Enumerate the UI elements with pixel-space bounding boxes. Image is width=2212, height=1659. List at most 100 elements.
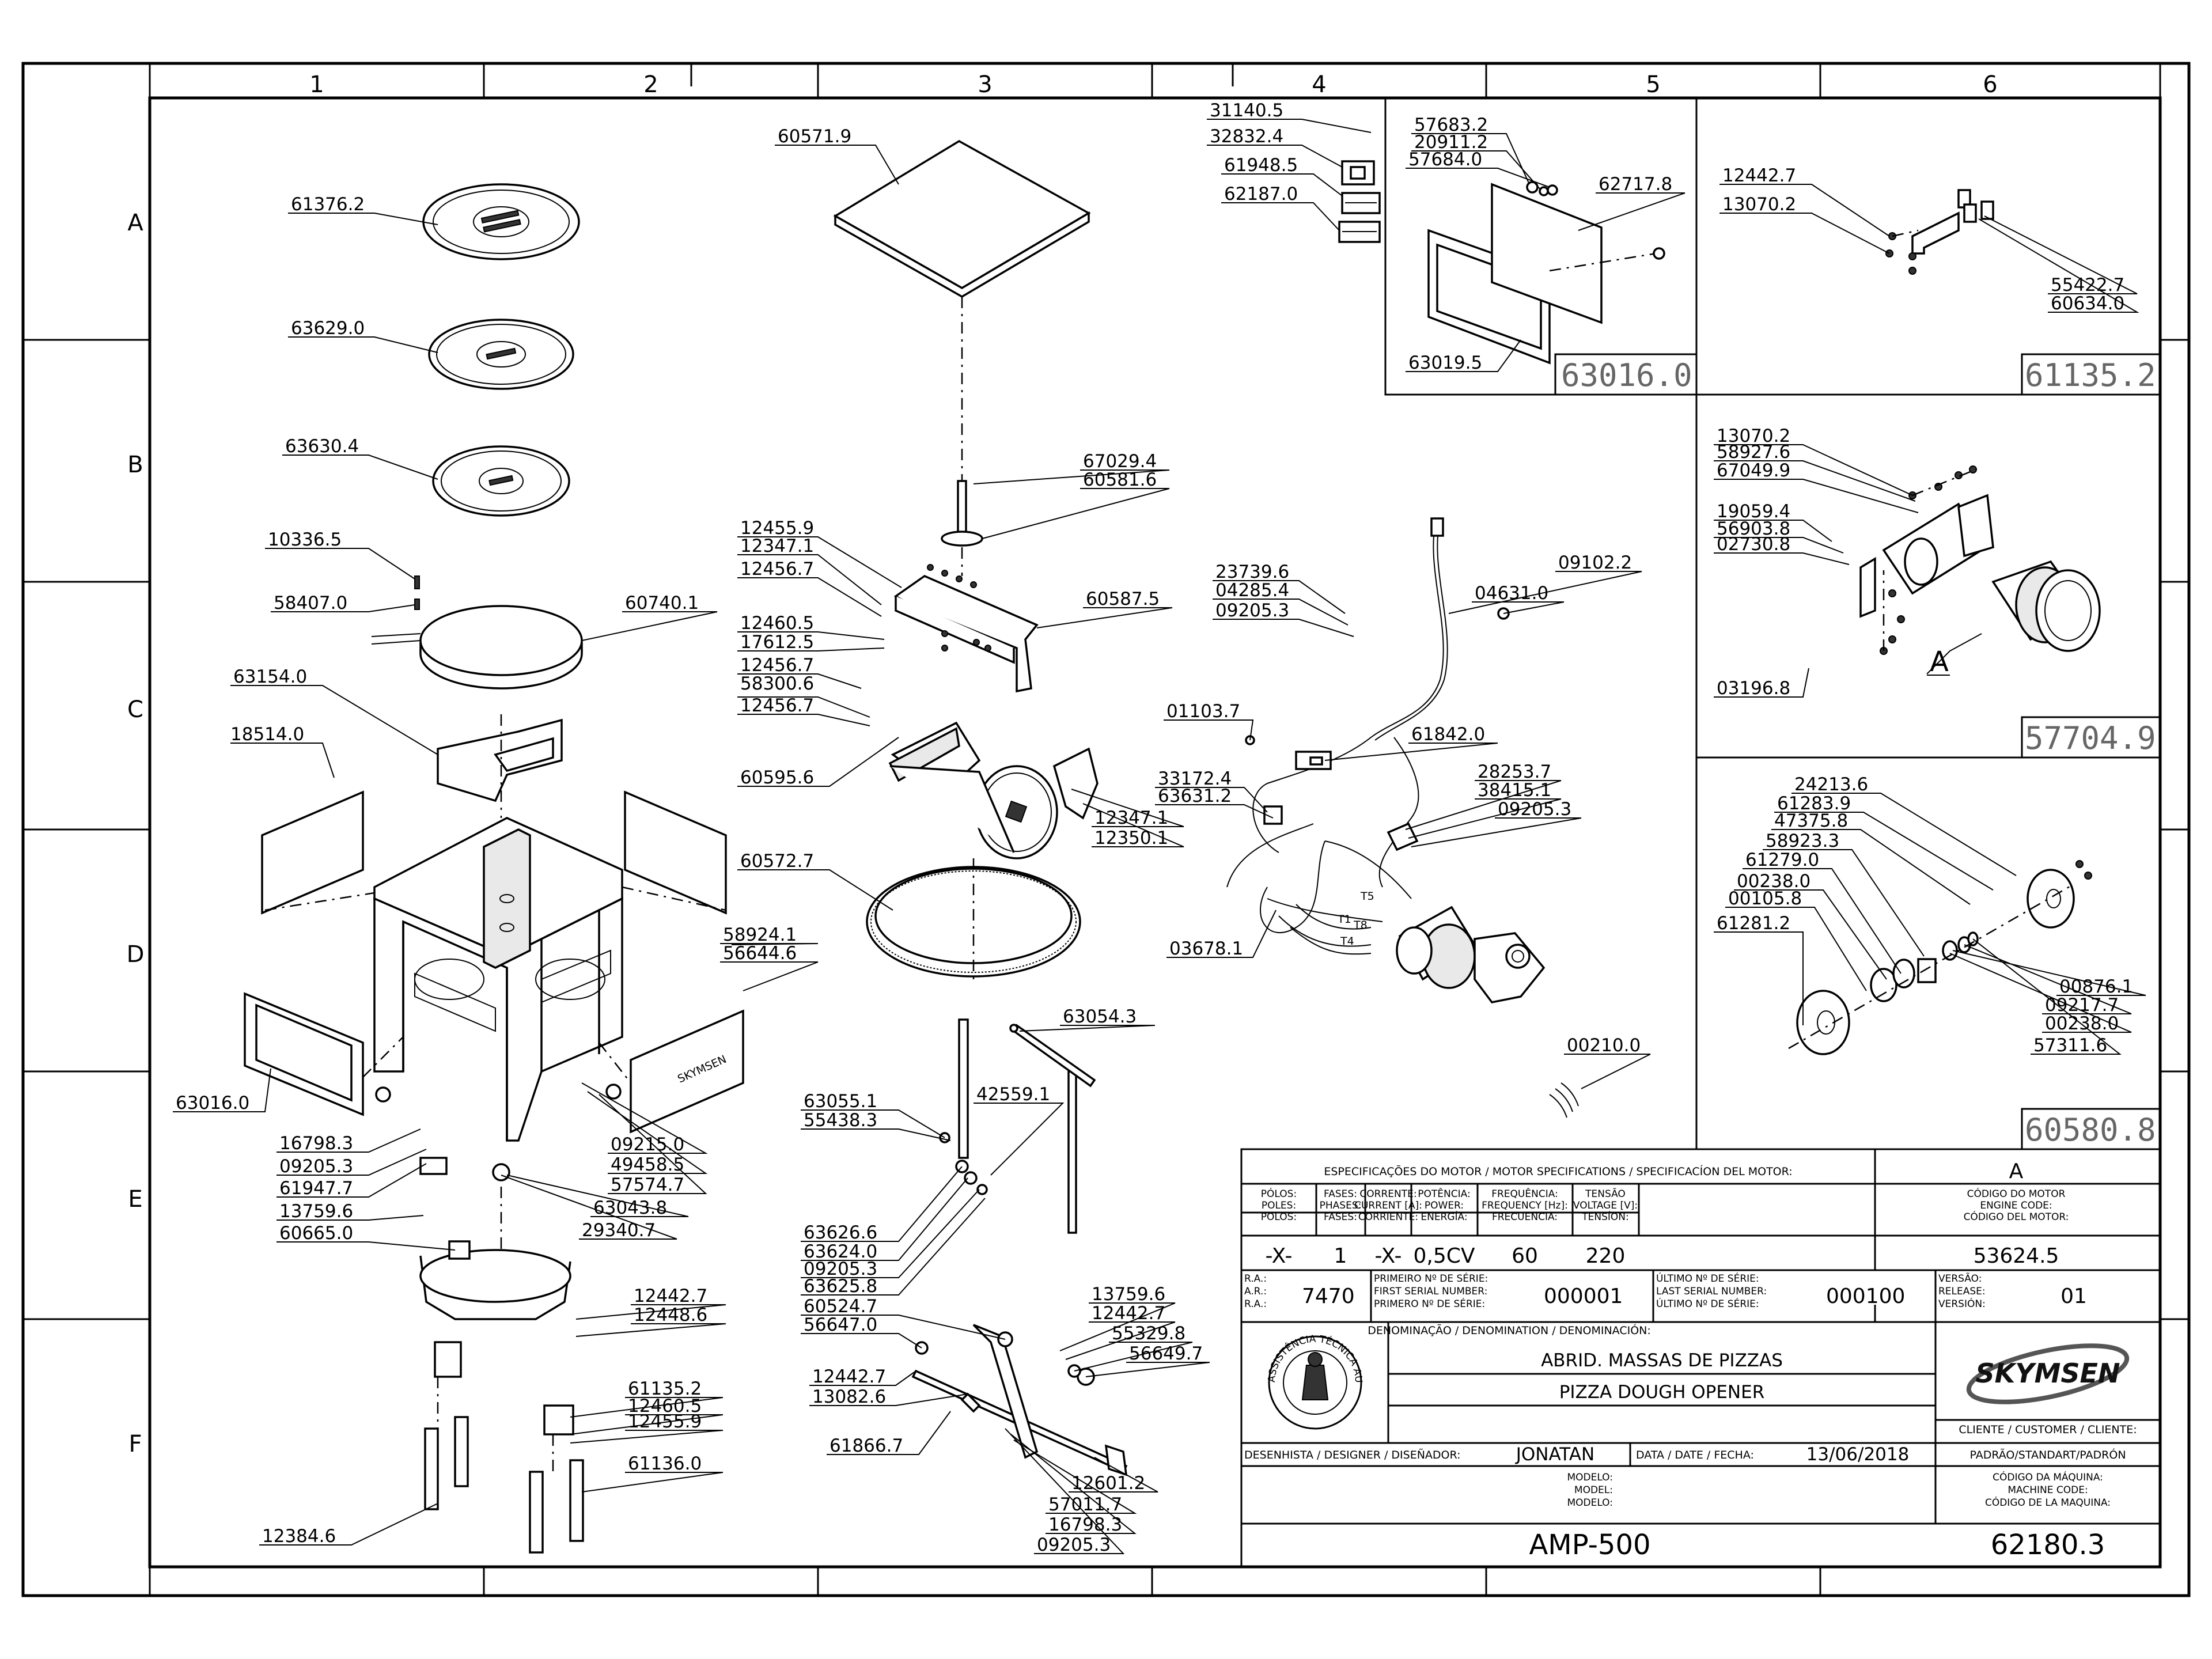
value-first-serial: 000001: [1544, 1285, 1623, 1308]
engine-code-en: ENGINE CODE:: [1980, 1200, 2052, 1211]
wiring-harness: T1 T5 T8 T4: [1226, 517, 1510, 955]
dashed-axes-left: [264, 714, 726, 1472]
callout-61866-7: 61866.7: [830, 1435, 903, 1456]
callout-04631-0: 04631.0: [1475, 583, 1548, 604]
callout-12456-7b: 12456.7: [740, 655, 814, 676]
callout-63055-1: 63055.1: [804, 1091, 877, 1112]
poles-en: POLES:: [1262, 1200, 1296, 1211]
grid-col-2: 2: [643, 71, 658, 98]
callout-31140-5: 31140.5: [1210, 100, 1283, 121]
callout-12455-9: 12455.9: [740, 518, 814, 539]
callout-61135-2-left: 61135.2: [628, 1378, 702, 1399]
callout-12456-7c: 12456.7: [740, 695, 814, 716]
callout-02730-8: 02730.8: [1717, 534, 1790, 555]
machine-code-label-pt: CÓDIGO DA MÁQUINA:: [1993, 1471, 2103, 1483]
callout-58407-0: 58407.0: [274, 593, 347, 613]
callout-20911-2: 20911.2: [1414, 132, 1488, 153]
callout-00238-0: 00238.0: [1737, 871, 1810, 892]
callout-32832-4: 32832.4: [1210, 126, 1283, 147]
callout-04285-4: 04285.4: [1215, 580, 1289, 601]
callout-63625-8: 63625.8: [804, 1276, 877, 1297]
callout-12456-7a: 12456.7: [740, 559, 814, 579]
grid-row-D: D: [127, 941, 145, 968]
callout-28253-7: 28253.7: [1478, 762, 1551, 782]
callout-63154-0: 63154.0: [233, 666, 307, 687]
callout-61948-5: 61948.5: [1224, 155, 1298, 176]
callout-12460-5-left: 12460.5: [628, 1396, 702, 1416]
main-motor: [1396, 906, 1546, 1003]
phases-es: FASES:: [1324, 1211, 1357, 1223]
bracket-60587: [893, 564, 1039, 693]
callout-12347-1b: 12347.1: [1094, 808, 1168, 828]
callout-12442-7-m: 12442.7: [1092, 1303, 1165, 1324]
callout-42559-1: 42559.1: [976, 1084, 1050, 1105]
value-voltage: 220: [1586, 1244, 1626, 1268]
callout-09205-3-l1: 09205.3: [279, 1156, 353, 1177]
callout-09205-3-c: 09205.3: [1215, 600, 1289, 621]
box-63016-label: 63016.0: [1561, 357, 1692, 393]
callout-47375-8: 47375.8: [1774, 810, 1848, 831]
svg-text:SKYMSEN: SKYMSEN: [1976, 1358, 2120, 1389]
last-serial-es: ÚLTIMO Nº DE SÉRIE:: [1656, 1297, 1759, 1310]
callout-55438-3: 55438.3: [804, 1110, 877, 1131]
value-engine-code: 53624.5: [1974, 1244, 2059, 1268]
callout-12442-7-r: 12442.7: [1722, 165, 1796, 186]
callout-60740-1: 60740.1: [625, 593, 699, 613]
date-value: 13/06/2018: [1806, 1444, 1910, 1465]
callout-16798-3: 16798.3: [1048, 1514, 1122, 1535]
voltage-pt: TENSÃO: [1585, 1187, 1626, 1200]
voltage-en: VOLTAGE [V]:: [1573, 1200, 1638, 1211]
last-serial-en: LAST SERIAL NUMBER:: [1656, 1286, 1767, 1297]
grid-col-3: 3: [978, 71, 992, 98]
callout-60634-0: 60634.0: [2051, 293, 2124, 314]
voltage-es: TENSÍON:: [1581, 1210, 1628, 1223]
box-61135-label: 61135.2: [2025, 357, 2156, 393]
callout-56903-8: 56903.8: [1717, 518, 1790, 539]
first-serial-es: PRIMERO Nº DE SÉRIE:: [1374, 1297, 1485, 1310]
callout-58300-6: 58300.6: [740, 673, 814, 694]
callout-60571-9: 60571.9: [778, 126, 851, 147]
callout-03678-1: 03678.1: [1169, 938, 1243, 959]
engine-code-pt: CÓDIGO DO MOTOR: [1967, 1187, 2066, 1200]
first-serial-en: FIRST SERIAL NUMBER:: [1374, 1286, 1487, 1297]
top-plate-60571: [833, 139, 1091, 484]
callout-33172-4: 33172.4: [1158, 768, 1232, 789]
grid-row-E: E: [128, 1186, 142, 1213]
callout-10336-5: 10336.5: [268, 529, 342, 550]
disc-63630: [432, 445, 570, 517]
poles-pt: PÓLOS:: [1261, 1187, 1297, 1200]
engine-code-es: CÓDIGO DEL MOTOR:: [1964, 1210, 2069, 1223]
callout-12442-7-left: 12442.7: [634, 1286, 707, 1306]
callout-57574-7: 57574.7: [611, 1175, 684, 1195]
grid-col-6: 6: [1983, 71, 1997, 98]
callout-labels: 61376.2 63629.0 63630.4 10336.5 58407.0 …: [176, 100, 2133, 1555]
callout-13082-6: 13082.6: [812, 1387, 886, 1407]
cover-63154: [437, 718, 563, 802]
callout-01103-7: 01103.7: [1166, 701, 1240, 722]
callout-63019-5: 63019.5: [1408, 353, 1482, 373]
callout-56644-6: 56644.6: [723, 943, 797, 964]
callout-55422-7: 55422.7: [2051, 275, 2124, 296]
callout-29340-7: 29340.7: [582, 1220, 656, 1241]
value-ra: 7470: [1302, 1285, 1355, 1308]
callout-57311-6: 57311.6: [2033, 1035, 2107, 1056]
side-panels: SKYMSEN: [244, 790, 744, 1134]
version-en: RELEASE:: [1938, 1286, 1986, 1297]
callout-17612-5: 17612.5: [740, 632, 814, 653]
callout-12384-6: 12384.6: [262, 1526, 336, 1547]
grid-col-1: 1: [309, 71, 324, 98]
motor-letter: A: [2009, 1160, 2024, 1183]
poles-es: POLOS:: [1261, 1211, 1297, 1223]
frequency-en: FREQUENCY [Hz]:: [1482, 1200, 1568, 1211]
disc-61376: [422, 183, 580, 260]
callout-60524-7: 60524.7: [804, 1296, 877, 1317]
current-es: CORRIENTE:: [1358, 1211, 1418, 1223]
leader-lines: [173, 119, 2146, 1554]
value-poles: -X-: [1265, 1244, 1292, 1268]
version-es: VERSIÓN:: [1938, 1297, 1986, 1310]
callout-61283-9: 61283.9: [1777, 793, 1851, 814]
bracket-61135-detail: [1885, 189, 1994, 275]
callout-12601-2: 12601.2: [1071, 1473, 1145, 1494]
value-current: -X-: [1374, 1244, 1402, 1268]
